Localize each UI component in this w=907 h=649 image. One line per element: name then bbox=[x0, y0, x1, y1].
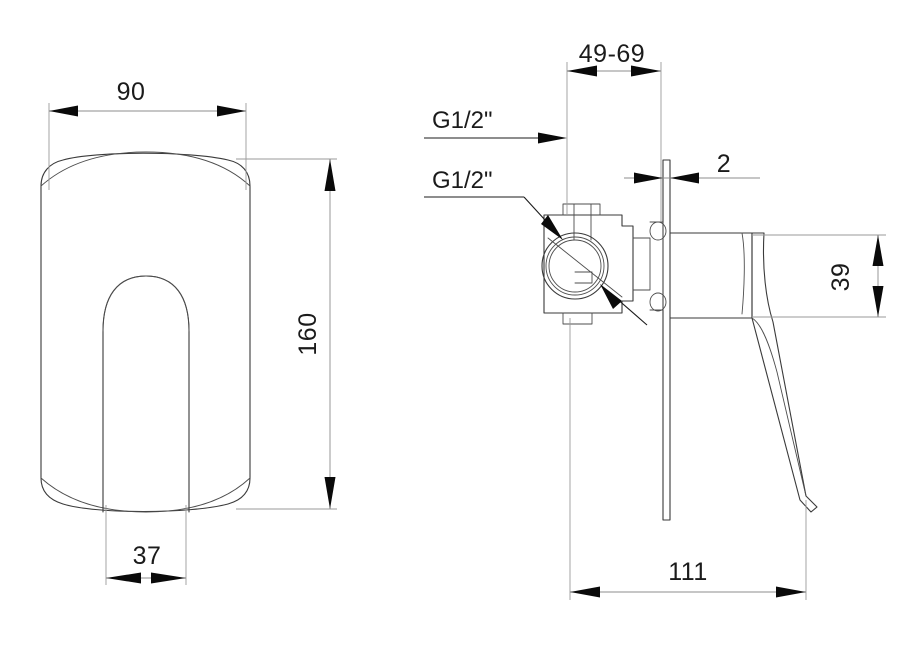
inlet-inner-boss bbox=[574, 271, 593, 284]
dim-label-37: 37 bbox=[133, 542, 162, 570]
arrow-160-bottom bbox=[324, 477, 336, 509]
dim-label-160: 160 bbox=[294, 312, 322, 355]
arrow-37-right bbox=[151, 572, 186, 584]
escutcheon-plate-outline bbox=[40, 152, 251, 513]
leader-arrow-thread-lower bbox=[541, 215, 563, 240]
arrow-37-left bbox=[106, 572, 141, 584]
arrow-90-right bbox=[217, 105, 246, 117]
valve-body-block bbox=[543, 214, 634, 314]
dim-label-4969: 49-69 bbox=[579, 40, 645, 68]
arrow-2-right bbox=[670, 172, 699, 184]
lever-arm-outline bbox=[751, 232, 818, 513]
flange-neck bbox=[632, 237, 651, 291]
arrow-111-left bbox=[570, 586, 600, 598]
arrow-39-top bbox=[872, 235, 884, 266]
lever-hub bbox=[669, 232, 753, 319]
inlet-section-line bbox=[547, 237, 623, 298]
lever-hub-step bbox=[741, 232, 745, 315]
arrow-2-left bbox=[634, 172, 663, 184]
wall-plate-profile bbox=[662, 159, 671, 521]
arrow-111-right bbox=[776, 586, 806, 598]
inlet-stub bbox=[573, 203, 592, 241]
dim-label-39: 39 bbox=[827, 263, 855, 292]
label-thread-upper: G1/2" bbox=[432, 107, 493, 134]
leader-arrow-inlet-lower bbox=[600, 284, 622, 309]
valve-body-top-boss bbox=[562, 203, 601, 216]
arrow-90-left bbox=[49, 105, 78, 117]
arrow-160-top bbox=[324, 159, 336, 191]
mounting-screw-lower bbox=[649, 292, 667, 312]
dim-label-2: 2 bbox=[717, 150, 731, 178]
arrow-4969-right bbox=[631, 65, 661, 77]
inlet-circle-inner bbox=[548, 239, 602, 293]
inlet-circle-outer bbox=[541, 232, 609, 300]
inlet-circle-mid bbox=[545, 236, 605, 296]
front-view: 90 160 37 bbox=[40, 78, 337, 585]
arrow-4969-left bbox=[567, 65, 597, 77]
plate-bottom-crown-line bbox=[40, 477, 251, 513]
side-view: 49-69 G1/2" G1/2" 2 bbox=[424, 40, 886, 600]
label-thread-lower: G1/2" bbox=[432, 167, 493, 194]
mounting-screw-upper bbox=[649, 221, 667, 241]
plate-top-crown-line bbox=[40, 151, 251, 187]
arrow-39-bottom bbox=[872, 286, 884, 317]
lever-handle-outline bbox=[102, 275, 190, 513]
lever-arch-line bbox=[102, 275, 190, 332]
leader-arrow-thread-upper bbox=[538, 132, 567, 144]
dim-label-90: 90 bbox=[117, 78, 146, 106]
lever-arm-fold-line bbox=[751, 317, 807, 497]
dim-label-111: 111 bbox=[668, 558, 708, 586]
valve-body-bottom-boss bbox=[562, 312, 593, 325]
